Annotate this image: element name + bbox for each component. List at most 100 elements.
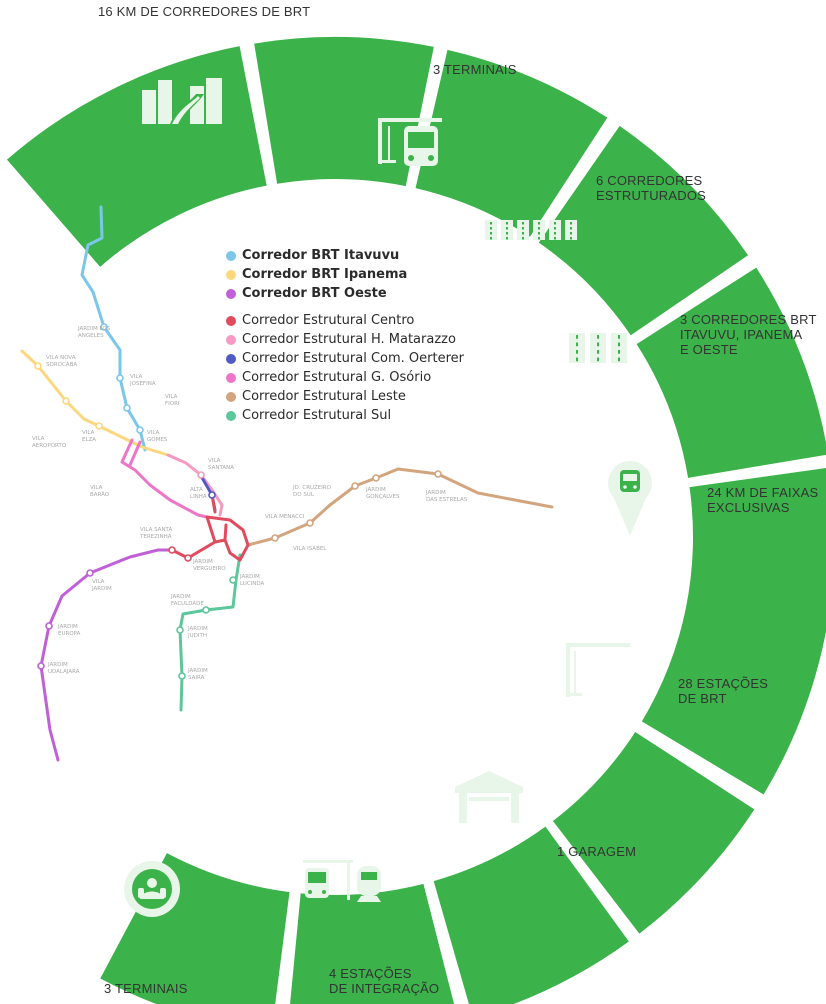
lane-dash [570,237,572,240]
map-label-line: VILA [82,430,95,436]
label-line: E OESTE [680,342,738,357]
bus-location-pin-icon [608,460,652,536]
legend-dot [226,373,236,383]
line-matarazzo [166,453,224,517]
legend-dot [226,354,236,364]
lane-shape [549,220,561,240]
map-label-line: VILA ISABEL [293,546,327,552]
ring-segment-corredores-estruturados [415,49,608,237]
label-corredores-estruturados: 6 CORREDORES ESTRUTURADOS [596,173,706,203]
legend-dot [226,411,236,421]
lane-dash [522,232,524,235]
map-label-vila-menacci: VILA MENACCI [265,514,305,520]
legend-label: Corredor Estrutural G. Osório [242,370,432,385]
map-label-line: JARDIM [170,594,191,600]
map-label-line: VILA MENACCI [265,514,305,520]
map-label-line: VILA [32,436,45,442]
legend-item: Corredor Estrutural Leste [226,387,464,406]
legend-label: Corredor Estrutural H. Matarazzo [242,332,456,347]
line-centro [170,493,250,562]
label-integracao: 4 ESTAÇÕES DE INTEGRAÇÃO [329,966,439,996]
lane-dash [554,222,556,225]
line-leste [246,467,554,547]
label-line: 16 KM DE CORREDORES DE BRT [98,4,311,19]
label-line: 3 CORREDORES BRT [680,312,817,327]
map-label-line: VILA [165,394,178,400]
lane-dash [576,350,578,354]
legend-label: Corredor BRT Itavuvu [242,248,400,263]
map-label-line: FIORI [165,401,180,407]
lane-dash [570,227,572,230]
map-label-line: SOROCABA [46,362,77,368]
map-label-line: LINHA [190,494,207,500]
city-road-icon [142,78,222,124]
map-label-line: VERGUEIRO [193,566,226,572]
lane-dash [597,350,599,354]
legend-dot [226,251,236,261]
label-terminais-bottom: 3 TERMINAIS [104,981,188,996]
map-label-line: JARDIM [47,662,68,668]
label-line: 4 ESTAÇÕES [329,966,412,981]
label-line: 3 TERMINAIS [104,981,188,996]
lane-dash [522,227,524,230]
map-label-line: UDALAJARA [48,669,80,675]
map-label-line: JARDIM LOS [77,326,111,332]
lane-dash [506,237,508,240]
legend-label: Corredor Estrutural Leste [242,389,406,404]
bus-train-integration-icon [303,860,381,902]
label-line: DE INTEGRAÇÃO [329,981,440,996]
label-estacoes: 28 ESTAÇÕES DE BRT [678,676,768,706]
label-line: ESTRUTURADOS [596,188,707,203]
lane-shape [569,333,585,363]
label-line: ITAVUVU, IPANEMA [680,327,803,342]
bus-terminal-icon [378,118,442,166]
map-label-line: EUROPA [58,631,81,637]
legend-item: Corredor Estrutural Centro [226,311,464,330]
legend-label: Corredor BRT Oeste [242,286,387,301]
lane-dash [618,335,620,339]
label-line: 1 GARAGEM [557,844,637,859]
ring-segment-garagem [433,826,629,1004]
lane-dash [576,335,578,339]
lane-dash [538,237,540,240]
lane-dash [490,222,492,225]
map-label-line: AEROPORTO [32,443,67,449]
map-label-line: VILA [208,458,221,464]
ring-segment-corredores-brt [538,125,749,336]
legend-item: Corredor Estrutural G. Osório [226,368,464,387]
legend-item: Corredor Estrutural Sul [226,406,464,425]
label-corredores-brt: 3 CORREDORES BRT ITAVUVU, IPANEMA E OEST… [680,312,817,357]
lane-dash [506,232,508,235]
legend-dot [226,316,236,326]
legend-item: Corredor BRT Itavuvu [226,246,464,265]
lane-dash [538,232,540,235]
legend-label: Corredor Estrutural Sul [242,408,392,423]
lane-shape [485,220,497,240]
map-label-line: VILA NOVA [46,355,76,361]
map-label-line: VILA SANTA [140,527,172,533]
bus-station-icon [566,643,630,697]
line-g-osorio-branch [128,440,142,467]
lane-dash [490,227,492,230]
map-label-line: BARÃO [90,491,110,498]
lane-dash [522,222,524,225]
six-lanes-icon [485,220,577,240]
label-line: 3 TERMINAIS [433,62,517,77]
lane-shape [501,220,513,240]
lane-dash [538,222,540,225]
lane-shape [517,220,529,240]
line-sul [178,553,242,712]
